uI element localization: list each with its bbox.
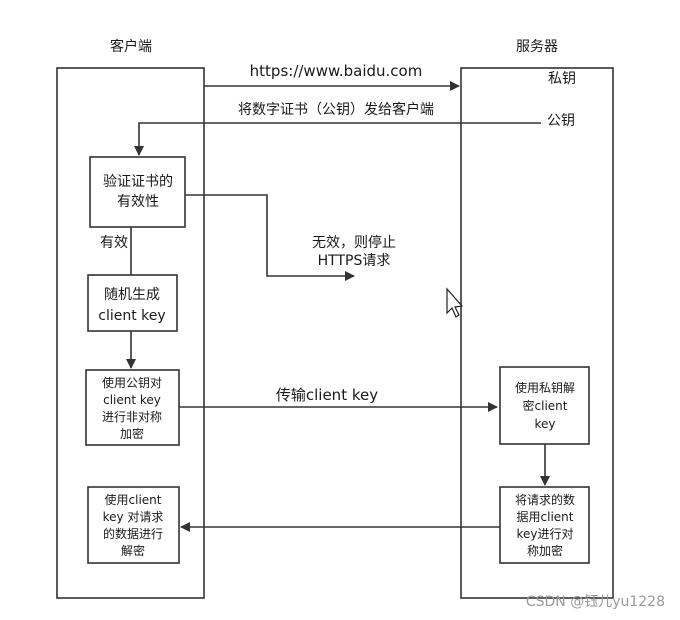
decrypt-data-line-3: 的数据进行 [103,526,163,541]
valid-label: 有效 [100,235,128,251]
verify-cert-line-2: 有效性 [117,194,159,210]
decrypt-data-line-2: key 对请求 [103,510,164,524]
invalid-arrow [185,194,355,281]
decrypt-key-line-1: 使用私钥解 [515,380,575,395]
encrypt-key-line-2: client key [103,393,161,407]
invalid-label-line-1: 无效，则停止 [312,234,396,251]
encrypt-data-line-2: 据用client [517,510,574,524]
invalid-label-line-2: HTTPS请求 [318,253,391,269]
decrypt-key-box [499,366,590,445]
encrypt-data-line-1: 将请求的数 [515,492,575,507]
encrypt-data-box [499,486,590,564]
server-column-label: 服务器 [516,39,558,55]
server-public-key-label: 公钥 [547,113,575,129]
decrypt-data-line-4: 解密 [121,543,145,558]
encrypt-data-line-4: 称加密 [527,543,563,558]
verify-cert-line-1: 验证证书的 [103,174,173,190]
transfer-key-label: 传输client key [276,386,378,404]
decrypt-key-line-3: key [534,417,555,431]
send-cert-label: 将数字证书（公钥）发给客户端 [238,101,434,118]
decrypt-data-line-1: 使用client [105,492,162,507]
watermark: CSDN @钰儿yu1228 [526,594,665,610]
encrypt-key-line-1: 使用公钥对 [102,375,162,390]
encrypt-key-line-3: 进行非对称 [102,410,162,424]
mouse-cursor-icon [446,287,464,318]
request-url-label: https://www.baidu.com [250,62,423,80]
encrypt-data-line-3: key进行对 [516,527,573,541]
generate-key-line-2: client key [98,308,165,324]
generate-key-box [87,274,178,332]
decrypt-key-line-2: 密client [523,398,568,413]
encrypt-key-line-4: 加密 [120,426,144,441]
server-private-key-label: 私钥 [548,71,576,87]
decrypt-data-box [87,486,180,564]
send-cert-arrow [134,122,541,156]
generate-key-line-1: 随机生成 [104,287,160,303]
client-column-label: 客户端 [110,38,152,55]
verify-cert-box [89,156,186,228]
